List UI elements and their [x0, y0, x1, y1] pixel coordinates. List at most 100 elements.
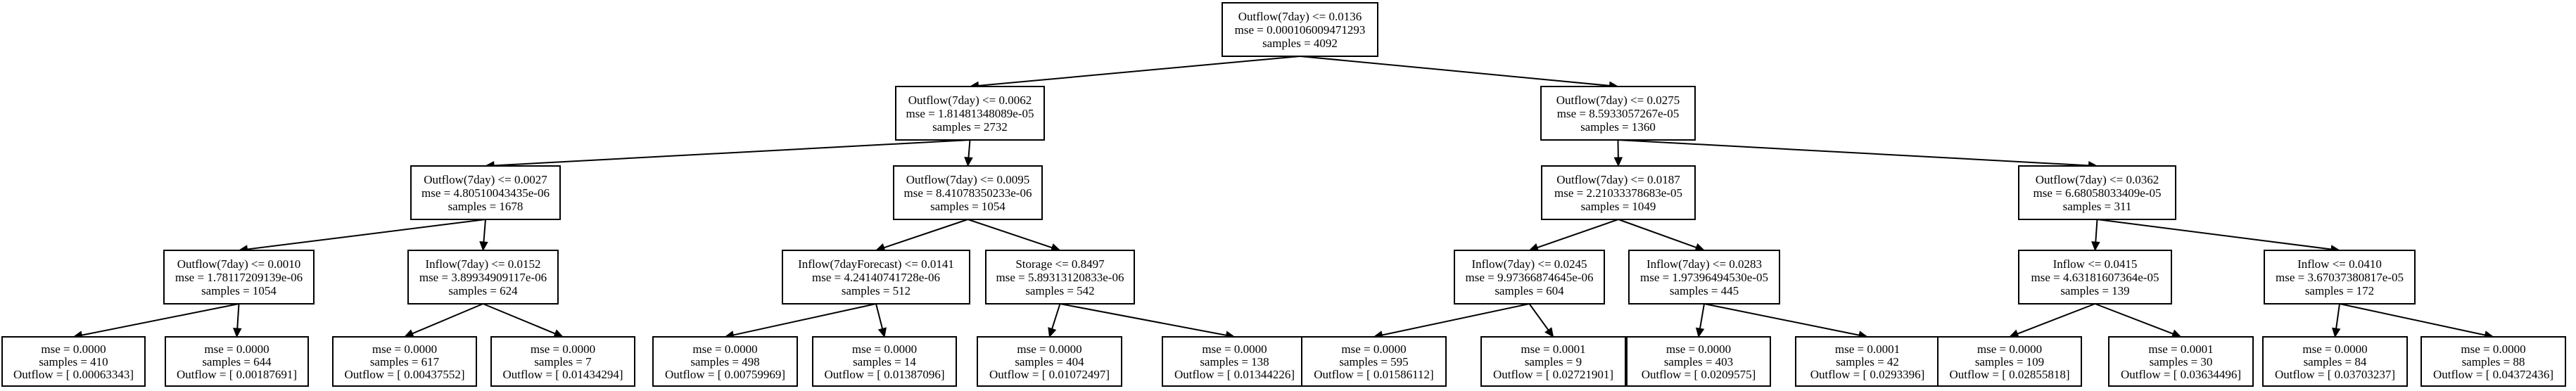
- node-line-2: samples = 172: [2305, 284, 2374, 297]
- node-box: [1937, 336, 2082, 387]
- node-box: [1480, 336, 1626, 387]
- tree-edge-n0-n1: [969, 56, 1300, 91]
- node-line-0: Outflow(7day) <= 0.0062: [908, 94, 1032, 107]
- node-line-2: Outflow = [ 0.0293396]: [1810, 368, 1925, 381]
- node-line-2: samples = 624: [448, 284, 518, 297]
- node-line-1: samples = 7: [534, 355, 592, 368]
- node-box: [895, 86, 1045, 141]
- node-line-0: mse = 0.0000: [372, 342, 437, 356]
- node-line-2: samples = 1360: [1580, 120, 1656, 134]
- node-box: [2108, 336, 2254, 387]
- tree-edge-n4-n9: [875, 219, 968, 252]
- node-box: [2420, 336, 2566, 387]
- node-line-2: samples = 311: [2063, 200, 2132, 213]
- node-line-1: mse = 2.21033378683e-05: [1554, 186, 1682, 200]
- node-line-1: samples = 9: [1525, 355, 1582, 368]
- node-line-1: mse = 1.81481348089e-05: [906, 107, 1034, 120]
- node-box: [2018, 250, 2172, 305]
- node-line-1: mse = 8.41078350233e-06: [904, 186, 1032, 200]
- node-line-1: samples = 84: [2304, 355, 2367, 368]
- node-box: [163, 250, 315, 305]
- node-line-1: samples = 410: [39, 355, 108, 368]
- node-line-2: Outflow = [ 0.02721901]: [1493, 368, 1613, 381]
- node-line-0: mse = 0.0001: [2148, 342, 2213, 356]
- node-line-2: Outflow = [ 0.00187691]: [177, 368, 297, 381]
- node-box: [165, 336, 309, 387]
- node-line-2: samples = 1049: [1581, 200, 1656, 213]
- tree-edge-n6-n13: [2091, 219, 2100, 252]
- node-box: [407, 250, 559, 305]
- node-line-2: samples = 542: [1025, 284, 1094, 297]
- node-line-1: mse = 3.89934909117e-06: [419, 271, 547, 284]
- node-line-0: Outflow(7day) <= 0.0362: [2036, 173, 2159, 186]
- tree-edge-n7-l0: [72, 303, 239, 340]
- node-box: [490, 336, 635, 387]
- node-line-1: mse = 4.24140741728e-06: [812, 271, 940, 284]
- node-line-2: Outflow = [ 0.04372436]: [2433, 368, 2553, 381]
- node-line-1: samples = 498: [690, 355, 759, 368]
- node-line-1: samples = 138: [1200, 355, 1269, 368]
- node-line-1: mse = 6.68058033409e-05: [2033, 186, 2162, 200]
- node-box: [332, 336, 477, 387]
- node-line-2: samples = 1678: [448, 200, 524, 213]
- node-line-1: samples = 30: [2150, 355, 2213, 368]
- node-line-0: mse = 0.0001: [1835, 342, 1900, 356]
- node-line-2: Outflow = [ 0.01434294]: [502, 368, 623, 381]
- node-box: [1628, 250, 1780, 305]
- tree-edge-n9-l5: [875, 303, 887, 338]
- node-line-2: Outflow = [ 0.00437552]: [344, 368, 464, 381]
- node-box: [410, 165, 561, 220]
- arrowhead: [1048, 327, 1057, 338]
- node-line-0: mse = 0.0000: [2461, 342, 2525, 356]
- node-line-2: Outflow = [ 0.01072497]: [989, 368, 1110, 381]
- node-line-0: Outflow(7day) <= 0.0187: [1556, 173, 1680, 186]
- arrowhead: [233, 328, 242, 338]
- tree-edge-n1-n4: [964, 139, 973, 167]
- node-line-0: mse = 0.0000: [1202, 342, 1267, 356]
- node-line-0: Outflow(7day) <= 0.0275: [1556, 94, 1680, 107]
- node-box: [985, 250, 1135, 305]
- node-box: [652, 336, 798, 387]
- tree-edge-n12-l10: [1695, 303, 1705, 338]
- node-line-2: samples = 139: [2060, 284, 2129, 297]
- tree-edge-n4-n10: [967, 219, 1061, 252]
- node-line-2: Outflow = [ 0.02855818]: [1949, 368, 2069, 381]
- arrowhead: [877, 327, 887, 338]
- tree-edge-n14-l14: [2331, 303, 2341, 338]
- node-line-0: Outflow(7day) <= 0.0010: [177, 257, 300, 271]
- tree-edge-n10-l7: [1060, 303, 1236, 340]
- node-line-0: mse = 0.0000: [1017, 342, 1081, 356]
- node-line-0: Inflow(7dayForecast) <= 0.0141: [798, 257, 954, 271]
- node-line-1: mse = 0.000106009471293: [1235, 23, 1366, 37]
- tree-edge-n0-n2: [1300, 56, 1619, 91]
- node-line-1: mse = 9.97366874645e-06: [1466, 271, 1594, 284]
- node-line-1: samples = 88: [2462, 355, 2525, 368]
- node-box: [1162, 336, 1307, 387]
- node-line-1: mse = 1.78117209139e-06: [175, 271, 303, 284]
- node-line-1: samples = 403: [1664, 355, 1733, 368]
- node-box: [812, 336, 957, 387]
- tree-edge-n11-l8: [1373, 303, 1530, 340]
- node-box: [2262, 336, 2408, 387]
- edges-layer: [72, 56, 2494, 340]
- node-line-1: samples = 644: [202, 355, 272, 368]
- node-line-0: mse = 0.0000: [692, 342, 757, 356]
- node-box: [1, 336, 146, 387]
- node-line-0: Inflow(7day) <= 0.0283: [1647, 257, 1762, 271]
- node-line-1: samples = 617: [370, 355, 440, 368]
